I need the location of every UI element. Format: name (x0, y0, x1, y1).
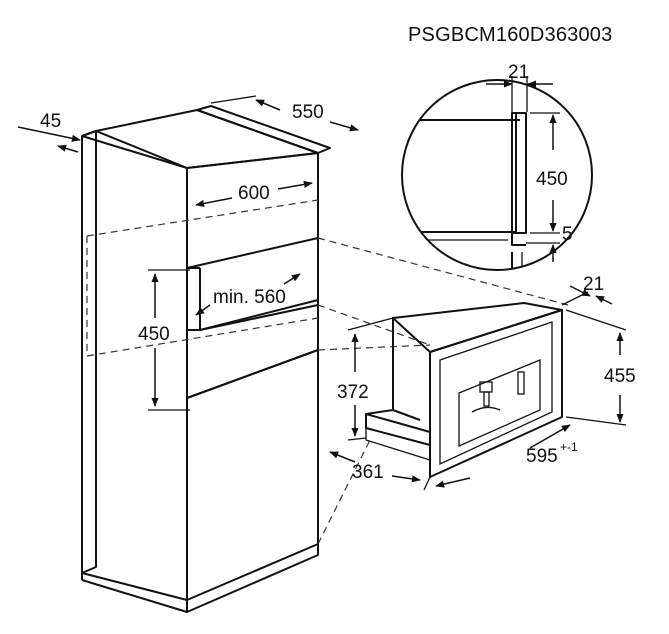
appliance-dimensions (329, 285, 627, 491)
dim-detail-gap: 21 (508, 62, 529, 83)
dim-niche-min-depth: min. 560 (213, 287, 286, 308)
dim-detail-height: 450 (536, 169, 568, 190)
dim-cabinet-depth: 550 (292, 102, 324, 123)
alignment-guides (317, 237, 569, 545)
dimension-labels: 45 550 600 min. 560 450 21 450 5 21 455 … (40, 62, 636, 483)
dim-appliance-frame: 21 (583, 274, 604, 295)
drawing-code: PSGBCM160D363003 (408, 24, 612, 46)
dim-niche-height: 450 (138, 324, 170, 345)
dim-cabinet-width: 600 (238, 183, 270, 204)
dim-detail-offset: 5 (562, 224, 573, 245)
dim-appliance-height: 455 (604, 366, 636, 387)
cabinet-dimensions (17, 95, 359, 411)
appliance (365, 302, 563, 478)
dim-cabinet-side: 45 (40, 111, 61, 132)
dim-appliance-width: 595 (526, 446, 558, 467)
dim-appliance-width-tolerance: +-1 (560, 440, 578, 454)
dim-appliance-body-height: 372 (337, 382, 369, 403)
detail-circle (401, 76, 593, 271)
cabinet (81, 105, 331, 613)
dim-appliance-depth: 361 (352, 462, 384, 483)
